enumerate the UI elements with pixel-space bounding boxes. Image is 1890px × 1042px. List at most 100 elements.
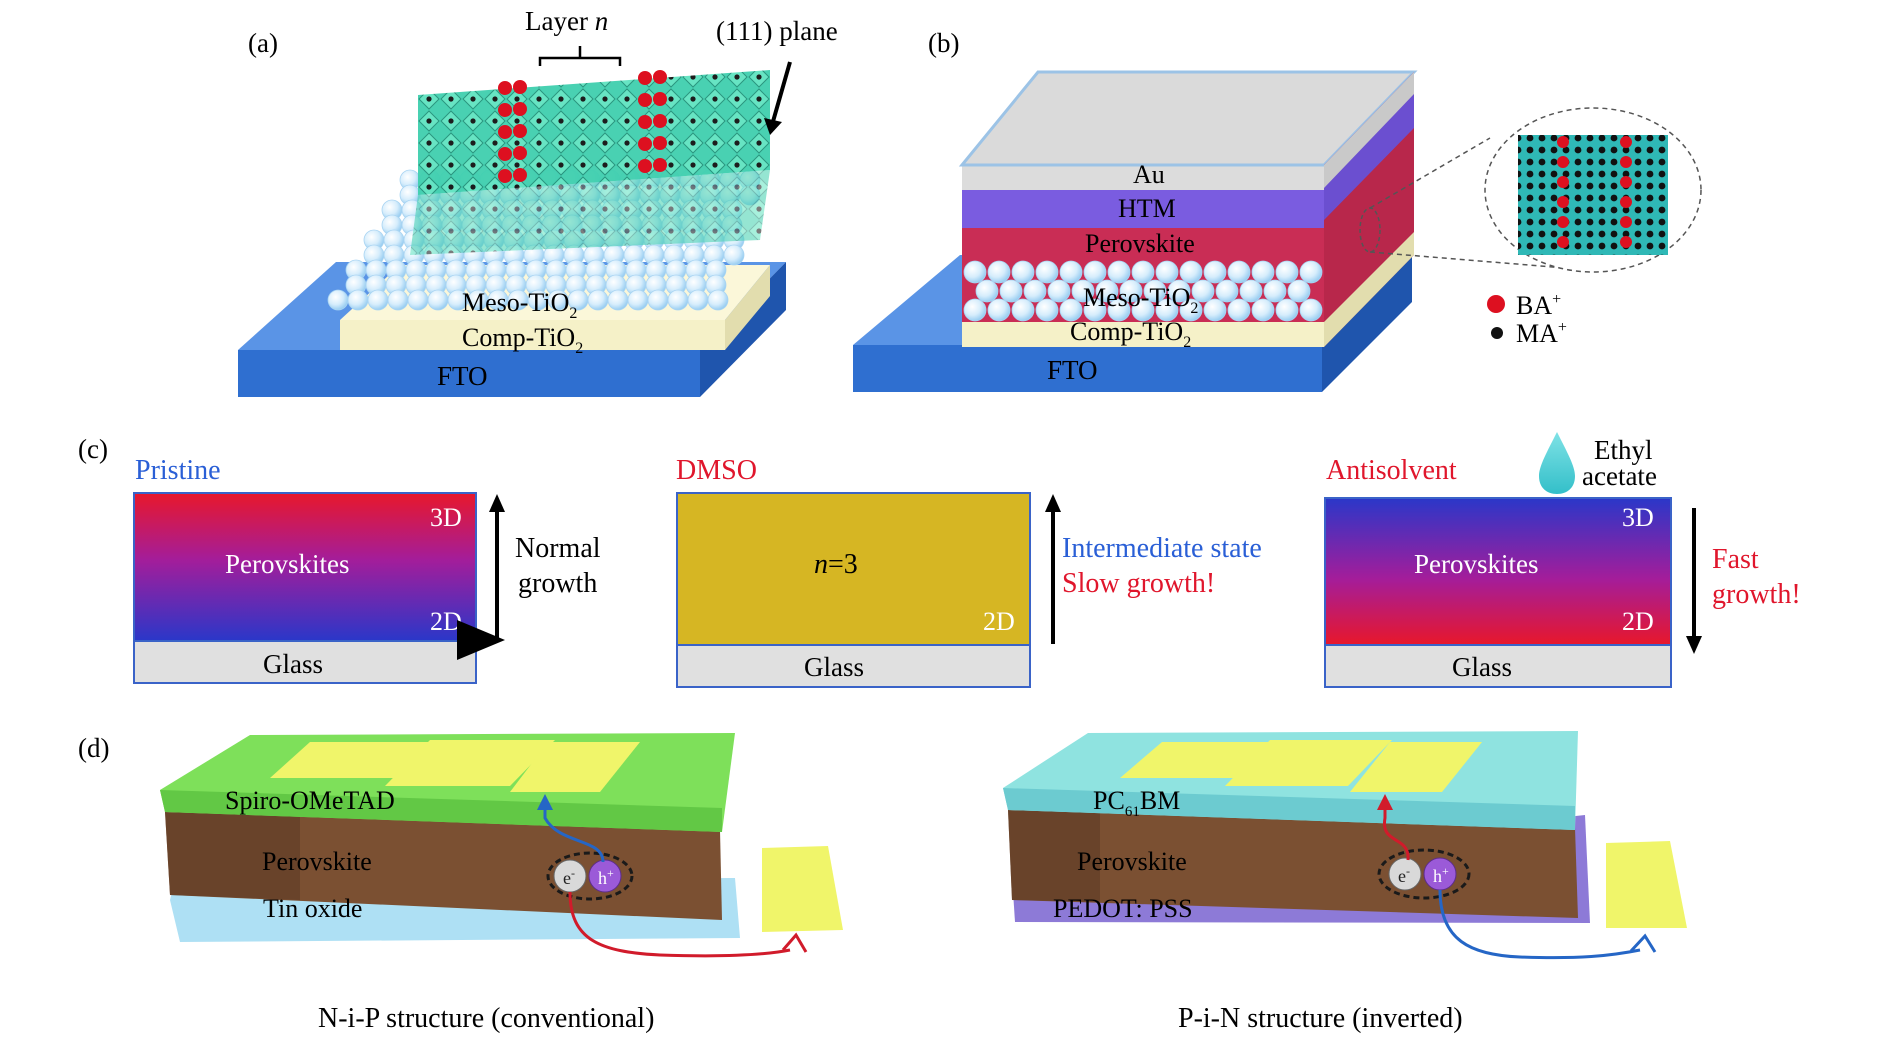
pin-electron [1388,857,1422,891]
meso-sphere [1251,260,1275,284]
nip-perovskite-shade [165,812,300,900]
nip-exciton-ring [546,851,634,901]
meso-tio2-spheres-b [963,260,1323,322]
pristine-note-1: Normal [515,533,601,564]
meso-sphere [999,279,1023,303]
pristine-title: Pristine [135,455,221,486]
panel-d-label: (d) [78,733,109,763]
meso-tio2-label-a: Meso-TiO2 [462,288,577,322]
pristine-film [133,492,477,642]
ba-cation [638,71,652,85]
ba-cation [498,125,512,139]
meso-sphere [1119,279,1143,303]
antisolvent-glass [1324,644,1672,688]
meso-sphere [1011,298,1035,322]
panel-d: (d) Spiro-OMeTAD Perovskite Tin oxide e-… [78,731,1687,1034]
dmso-block: DMSO n=3 2D Glass Intermediate state Slo… [676,455,1262,688]
fto-label-b: FTO [1047,355,1098,385]
ba-cation [498,81,512,95]
ba-cation [638,137,652,151]
ba-cation [653,114,667,128]
side-face-b-top [1324,72,1414,188]
pristine-2d: 2D [430,607,462,636]
nip-electrode-1 [270,742,440,778]
meso-sphere [1023,279,1047,303]
pin-electron-path [1382,803,1410,861]
ba-cation [638,115,652,129]
antisolvent-2d: 2D [1622,607,1654,636]
pin-exciton-ring [1377,848,1471,900]
ba-cation [498,103,512,117]
panel-c: (c) Pristine 3D Perovskites 2D Glass Nor… [78,432,1801,688]
pin-pedot-label: PEDOT: PSS [1053,894,1193,923]
dmso-note-1: Intermediate state [1062,533,1262,564]
nip-spiro-front [160,790,722,832]
nip-electron-arrowhead [781,932,808,953]
meso-sphere [1071,279,1095,303]
ba-cation [1620,236,1632,248]
meso-sphere [587,289,609,311]
antisolvent-note-2: growth! [1712,579,1801,610]
meso-sphere [1011,260,1035,284]
nip-hole-path [543,803,605,863]
pristine-block: Pristine 3D Perovskites 2D Glass Normal … [133,455,601,684]
antisolvent-title: Antisolvent [1326,455,1457,486]
meso-sphere [1167,279,1191,303]
dmso-film [676,492,1031,646]
meso-sphere [1215,279,1239,303]
panel-c-label: (c) [78,434,108,464]
meso-sphere [1155,298,1179,322]
meso-sphere [723,244,745,266]
antisolvent-perovskites: Perovskites [1414,549,1539,579]
meso-sphere [1203,260,1227,284]
ba-cation [1557,156,1569,168]
plane-arrow [770,61,792,126]
meso-sphere [687,289,709,311]
nip-electrode-3 [510,742,640,792]
pin-hole-label: h+ [1433,864,1449,886]
nip-hole-label: h+ [598,866,614,888]
au-label: Au [1133,160,1165,189]
ba-cation [1620,216,1632,228]
meso-sphere [1227,298,1251,322]
htm-layer-b [962,190,1324,228]
comp-tio2-layer-b [962,322,1324,347]
meso-sphere [347,289,369,311]
meso-sphere [1179,298,1203,322]
meso-sphere [1275,260,1299,284]
meso-sphere [963,298,987,322]
dmso-glass-label: Glass [804,652,864,682]
meso-sphere [1191,279,1215,303]
ba-cation [1620,156,1632,168]
meso-sphere [387,289,409,311]
meso-sphere [707,289,729,311]
panel-b: (b) Au HTM Perovskite Meso-TiO2 Comp-TiO… [853,28,1702,392]
pin-perovskite-label: Perovskite [1077,847,1187,876]
perovskite-2d-lattice-a [410,70,770,255]
nip-electrode-2 [385,740,555,786]
dmso-n3: n=3 [814,549,858,580]
meso-sphere [987,298,1011,322]
nip-hole-arrowhead [537,794,553,810]
meso-sphere [1299,298,1323,322]
meso-sphere [1047,279,1071,303]
meso-sphere [987,260,1011,284]
pin-pcbm-front [1003,788,1575,830]
htm-label: HTM [1118,194,1176,223]
ba-cation [653,136,667,150]
ma-legend-label: MA+ [1516,319,1567,348]
antisolvent-3d: 3D [1622,503,1654,532]
meso-sphere [627,289,649,311]
pristine-glass [133,640,477,684]
meso-sphere [963,260,987,284]
dmso-glass [676,644,1031,688]
ma-legend-dot [1491,327,1503,339]
pin-electron-label: e- [1398,864,1410,886]
ethyl-acetate-label-1: Ethyl [1594,435,1653,465]
nip-perovskite-label: Perovskite [262,847,372,876]
plane-label: (111) plane [716,16,838,46]
ba-cation [1620,176,1632,188]
meso-sphere [1107,260,1131,284]
side-face-b-comp [1324,232,1414,347]
